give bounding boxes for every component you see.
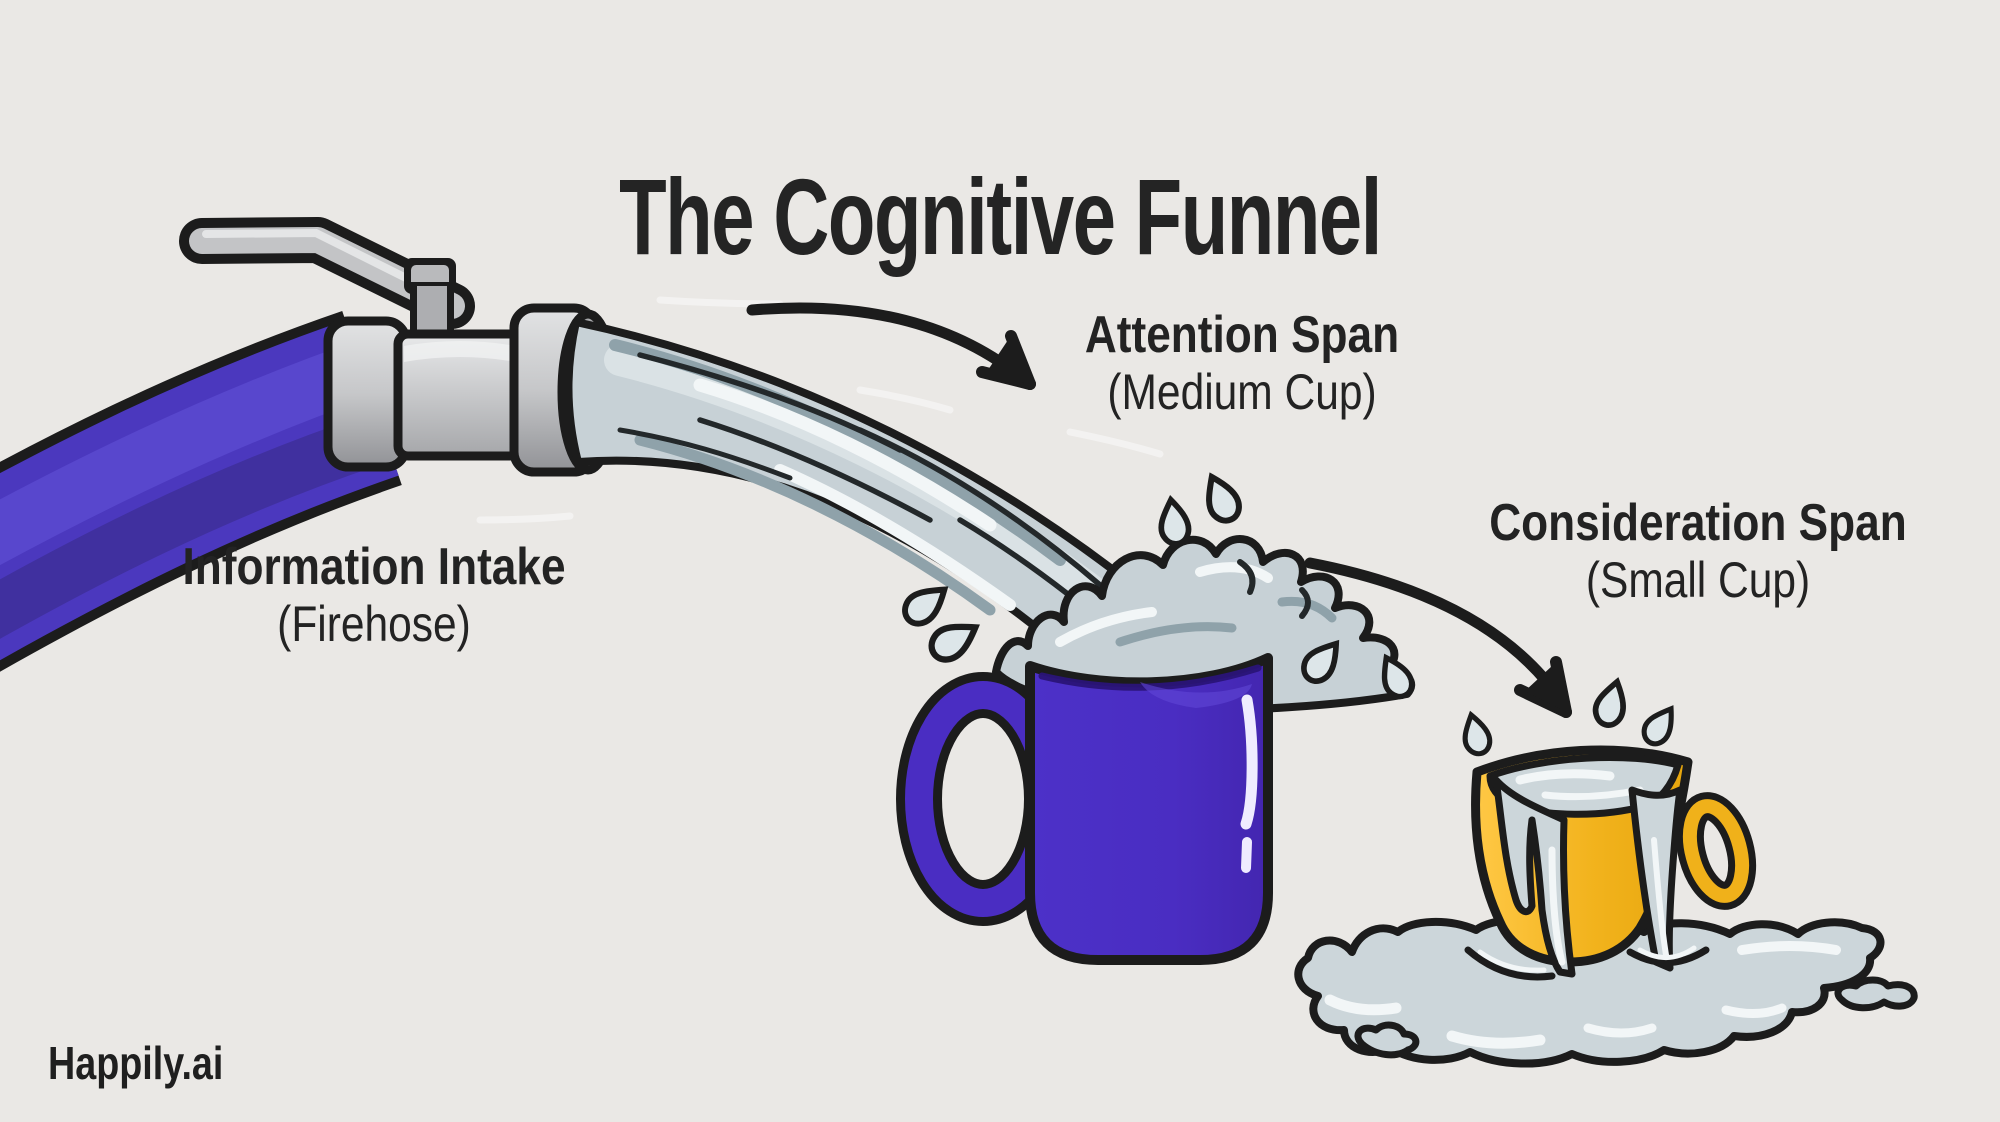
curved-arrow-to-small-cup-icon [1304, 557, 1572, 718]
label-consideration-span: Consideration Span (Small Cup) [1438, 494, 1958, 608]
label-attention-span: Attention Span (Medium Cup) [992, 306, 1492, 420]
brand-watermark: Happily.ai [48, 1036, 262, 1090]
intake-sublabel: (Firehose) [277, 596, 471, 653]
attention-sublabel: (Medium Cup) [1107, 364, 1377, 421]
consideration-sublabel: (Small Cup) [1585, 552, 1811, 609]
water-droplets [902, 472, 1674, 757]
medium-mug-illustration [896, 653, 1273, 965]
page-title: The Cognitive Funnel [0, 154, 2000, 279]
intake-label: Information Intake [182, 538, 566, 596]
label-information-intake: Information Intake (Firehose) [114, 538, 634, 652]
page-title-text: The Cognitive Funnel [619, 156, 1382, 278]
small-cup-illustration [1464, 745, 1757, 981]
firehose-illustration [0, 310, 402, 672]
curved-arrow-to-medium-cup-icon [746, 302, 1036, 390]
water-stream-illustration [564, 318, 1194, 704]
consideration-label: Consideration Span [1489, 494, 1907, 552]
attention-label: Attention Span [1084, 306, 1400, 364]
brand-watermark-text: Happily.ai [48, 1037, 224, 1089]
